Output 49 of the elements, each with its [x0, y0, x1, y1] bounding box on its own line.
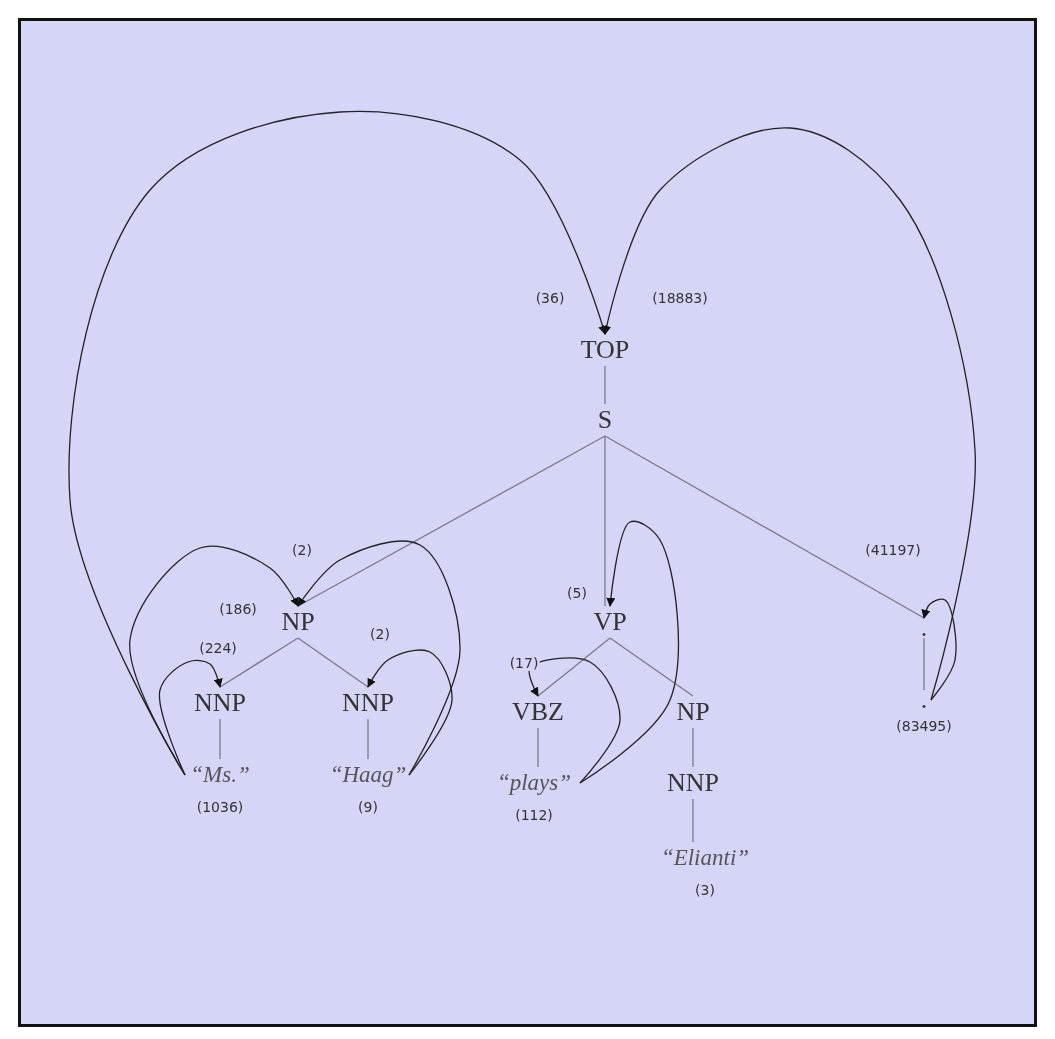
- tree-branch: [537, 727, 539, 768]
- edge-label: (18883): [651, 290, 709, 306]
- arc-arrow: [921, 598, 957, 701]
- tree-branch: [367, 718, 369, 760]
- tree-branch: [609, 637, 694, 697]
- tree-label: NP: [274, 606, 322, 638]
- tree-branch: [604, 365, 606, 405]
- terminal-word: “Elianti”: [653, 842, 757, 874]
- tree-branch: [537, 637, 611, 697]
- arc-arrow: [158, 659, 223, 776]
- tree-label: NP: [669, 696, 717, 728]
- arc-arrow: [367, 649, 453, 776]
- tree-label: NNP: [184, 687, 256, 719]
- count-label: (9): [358, 799, 378, 815]
- count-label: (3): [695, 882, 715, 898]
- tree-branch: [604, 435, 606, 607]
- tree-branch: [923, 637, 925, 691]
- tree-label: NNP: [332, 687, 404, 719]
- tree-branch: [692, 798, 694, 843]
- terminal-word: “Haag”: [327, 759, 409, 791]
- tree-branch: [297, 637, 369, 688]
- tree-label: VBZ: [506, 696, 570, 728]
- edge-label: (36): [534, 290, 566, 306]
- tree-label: .: [917, 618, 931, 638]
- edge-label: (224): [198, 640, 238, 656]
- tree-branch: [604, 435, 925, 619]
- terminal-word: “Ms.”: [185, 759, 255, 791]
- edge-label: (41197): [864, 542, 922, 558]
- tree-branch: [219, 718, 221, 760]
- arc-arrow: [579, 520, 679, 784]
- arc-arrow: [528, 657, 621, 784]
- tree-label: TOP: [570, 334, 640, 366]
- edge-label: (5): [566, 585, 588, 601]
- edge-label: (2): [291, 542, 313, 558]
- terminal-word: “plays”: [488, 767, 580, 799]
- count-label: (112): [515, 807, 553, 823]
- tree-branch: [219, 637, 299, 688]
- edge-label: (17): [508, 655, 540, 671]
- edge-label: (186): [218, 601, 258, 617]
- arc-arrow: [129, 545, 299, 776]
- tree-label: VP: [586, 606, 634, 638]
- count-label: (1036): [196, 799, 244, 815]
- edge-label: (2): [369, 626, 391, 642]
- tree-label: NNP: [657, 767, 729, 799]
- arc-arrow: [602, 127, 976, 701]
- tree-branch: [692, 727, 694, 768]
- count-label: (83495): [896, 718, 952, 734]
- tree-label: .: [917, 690, 931, 710]
- tree-label: S: [593, 404, 617, 436]
